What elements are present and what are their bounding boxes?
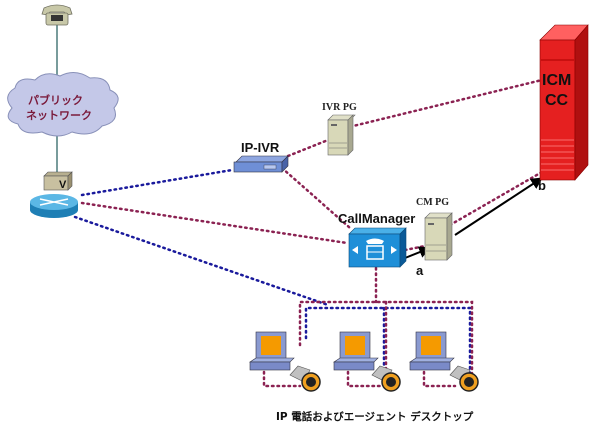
cm-pg-label: CM PG bbox=[416, 197, 449, 208]
public-network-label-line1: パブリック bbox=[28, 93, 83, 107]
link-router-callmanager bbox=[80, 201, 349, 245]
link-ipivr-ivrpg bbox=[281, 138, 330, 160]
ivr-pg-label: IVR PG bbox=[322, 102, 357, 113]
ip-phone-icon bbox=[289, 365, 321, 392]
ip-ivr-icon bbox=[233, 155, 289, 173]
ivr-pg-server-icon bbox=[327, 114, 356, 156]
icm-label-line1: ICM bbox=[542, 72, 571, 89]
icm-cc-server-icon: ICM CC bbox=[539, 24, 589, 181]
link-voice-bus bbox=[304, 306, 472, 382]
link-desktop3-phone bbox=[422, 370, 457, 388]
ip-phone-icon bbox=[371, 365, 401, 392]
link-cmpg-icm bbox=[448, 170, 544, 227]
router-icon bbox=[30, 194, 78, 218]
callmanager-icon bbox=[348, 227, 407, 268]
computer-icon bbox=[409, 331, 455, 371]
voice-gateway-icon: V bbox=[43, 171, 73, 191]
ip-phone-icon bbox=[449, 365, 479, 392]
link-desktop1-phone bbox=[262, 370, 302, 388]
arrow-b bbox=[454, 177, 544, 236]
public-network-cloud: パブリック ネットワーク bbox=[7, 72, 119, 137]
arrow-a-label: a bbox=[416, 263, 424, 278]
computer-icon bbox=[249, 331, 295, 371]
link-ivrpg-icm bbox=[343, 78, 544, 130]
agent-desktop-2 bbox=[333, 331, 401, 392]
public-network-label-line2: ネットワーク bbox=[26, 109, 92, 122]
link-ipivr-callmanager bbox=[280, 166, 352, 230]
ip-ivr-label: IP-IVR bbox=[241, 140, 280, 155]
computer-icon bbox=[333, 331, 379, 371]
pstn-phone-icon bbox=[41, 4, 73, 26]
cm-pg-server-icon bbox=[424, 212, 453, 261]
voice-gateway-label: V bbox=[59, 179, 67, 191]
link-desktop2-phone bbox=[346, 370, 382, 388]
icm-label-line2: CC bbox=[545, 92, 569, 109]
callmanager-label: CallManager bbox=[338, 211, 415, 226]
link-router-desktops bbox=[73, 215, 330, 307]
link-router-ipivr bbox=[80, 168, 234, 197]
arrow-b-label: b bbox=[538, 178, 546, 193]
agent-desktop-3 bbox=[409, 331, 479, 392]
desktops-caption: IP 電話およびエージェント デスクトップ bbox=[276, 410, 474, 423]
agent-desktop-1 bbox=[249, 331, 321, 392]
